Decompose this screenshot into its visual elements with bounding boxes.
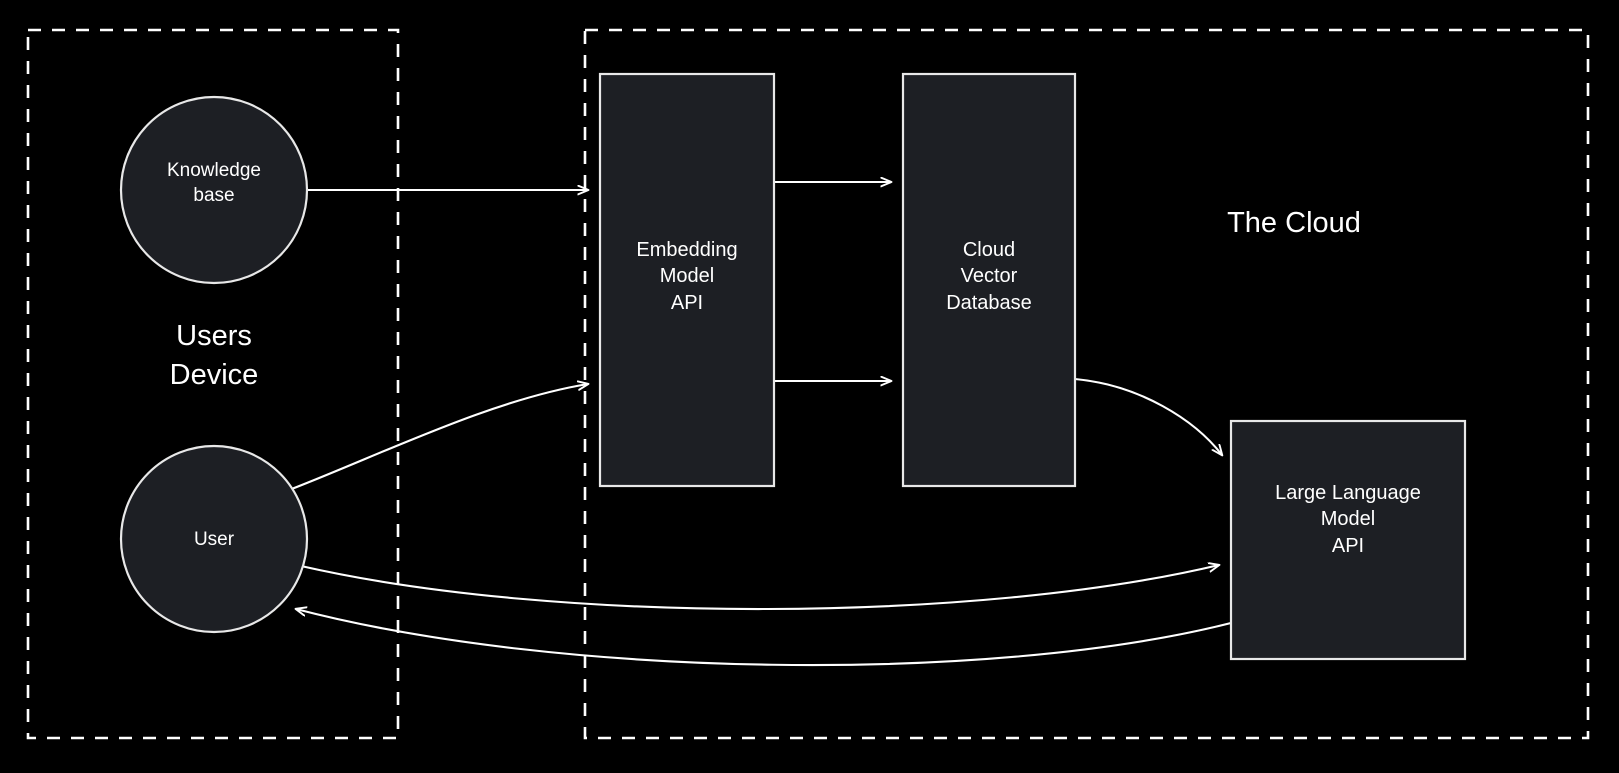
node-large-language-model-api[interactable] [1229,419,1467,661]
node-embedding-model-api[interactable] [598,72,776,488]
zone-label-the-cloud: The Cloud [1227,207,1361,239]
zone-label-users-device: Users Device [169,320,259,392]
zone-the-cloud [583,28,1590,740]
zone-users-device [26,28,400,740]
node-user[interactable] [119,444,309,634]
edge-user-to-embedding [288,384,588,491]
edge-vectordb-to-llm [1074,377,1222,455]
edge-user-to-llm [300,565,1219,611]
edge-llm-to-user [296,609,1232,667]
node-cloud-vector-database[interactable] [901,72,1077,488]
node-knowledge-base[interactable] [119,95,309,285]
